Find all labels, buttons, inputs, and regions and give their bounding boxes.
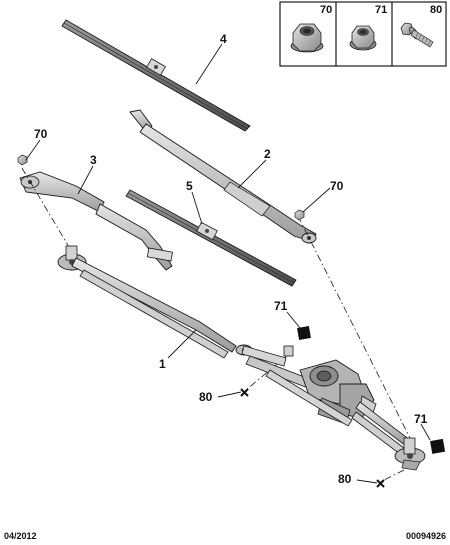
cross-marker-80-right — [376, 479, 385, 488]
wiper-arm-left — [19, 171, 173, 271]
callout-wiper-blade-lower: 5 — [186, 179, 193, 193]
callout-bolt-80-motor: 80 — [199, 390, 213, 404]
inset-label-70: 70 — [320, 4, 332, 16]
hex-nut-flanged-icon — [290, 23, 324, 53]
fastener-inset: 70 71 80 — [279, 1, 447, 67]
diagram-reference: 00094926 — [405, 531, 446, 541]
callout-bolt-80-right: 80 — [338, 472, 352, 486]
callout-linkage: 1 — [159, 357, 166, 371]
callout-wiper-arm-right: 2 — [264, 147, 271, 161]
inset-cell-70: 70 — [290, 4, 332, 53]
square-marker-71-motor — [297, 326, 311, 340]
diagram-date: 04/2012 — [4, 531, 37, 541]
inset-cell-71: 71 — [349, 4, 387, 51]
wiper-linkage — [57, 245, 426, 471]
inset-cell-80: 80 — [400, 4, 442, 48]
callout-nut-70-right: 70 — [330, 179, 344, 193]
inset-label-71: 71 — [375, 4, 387, 16]
callout-nut-71-motor: 71 — [274, 299, 288, 313]
callout-nut-70-left: 70 — [34, 127, 48, 141]
leader-lines — [25, 43, 431, 484]
wiper-blade-lower — [125, 189, 297, 287]
inset-label-80: 80 — [430, 4, 442, 16]
wiper-blade-upper — [61, 19, 251, 132]
hex-nut-small-icon — [349, 25, 377, 51]
wiper-arm-right — [129, 109, 317, 244]
nut-70-left — [17, 154, 28, 166]
callout-wiper-blade-upper: 4 — [220, 32, 227, 46]
callout-nut-71-right: 71 — [414, 412, 428, 426]
square-marker-71-right — [430, 438, 446, 454]
nut-70-right — [294, 209, 305, 221]
callout-wiper-arm-left: 3 — [90, 153, 97, 167]
assembly-guide-lines — [21, 167, 411, 483]
cross-marker-80-motor — [240, 388, 249, 397]
hex-bolt-icon — [400, 22, 434, 48]
